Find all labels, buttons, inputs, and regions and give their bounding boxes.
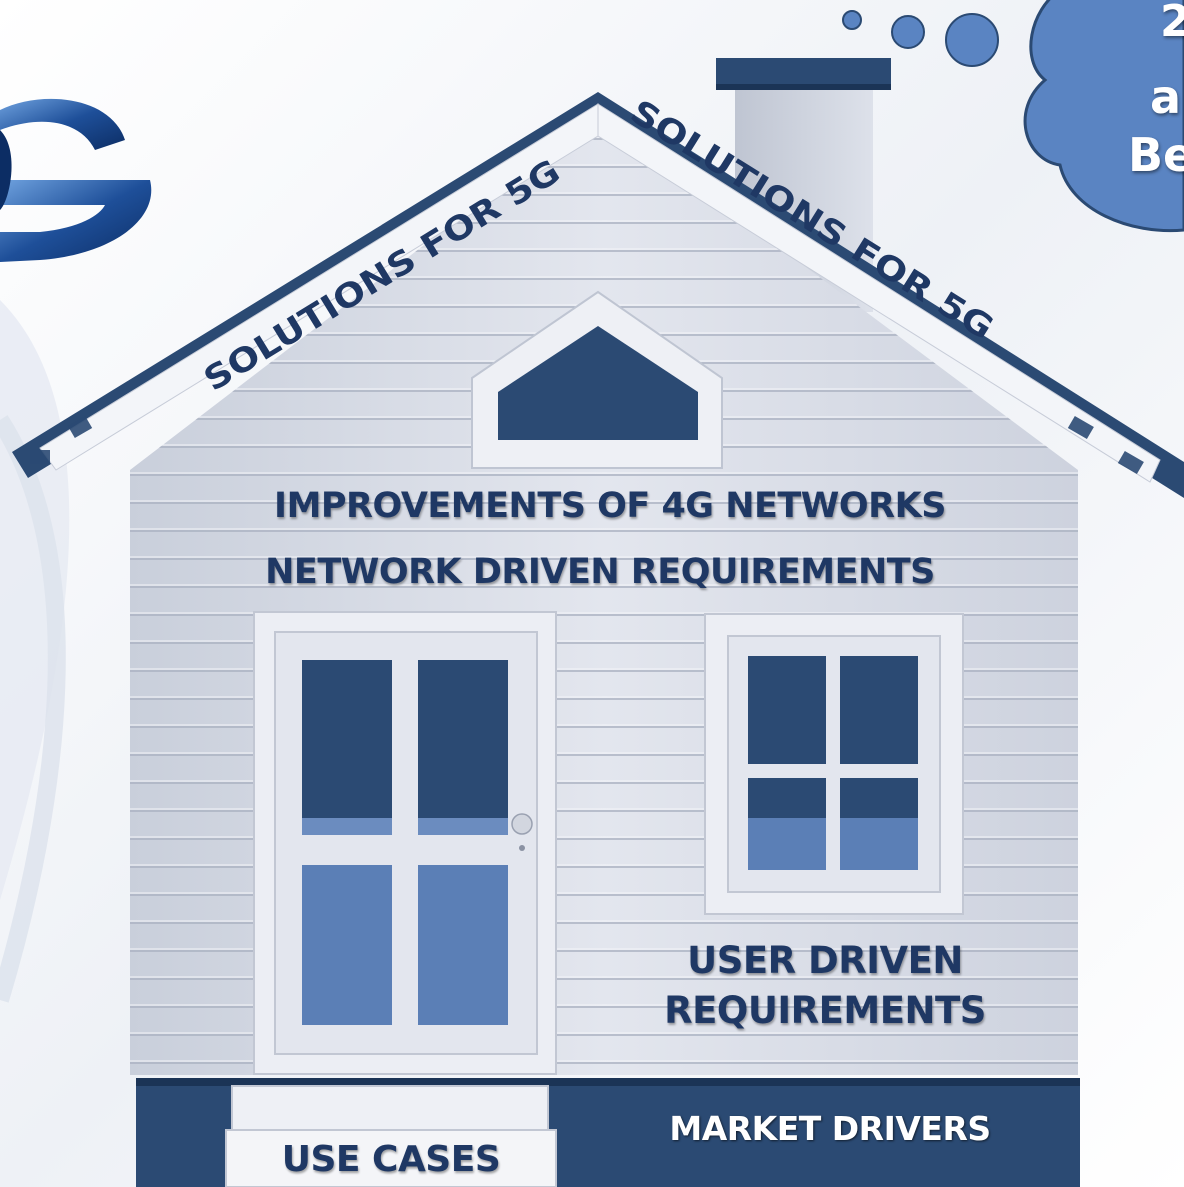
cloud-text-line1: 2 <box>1160 0 1184 47</box>
attic-vent <box>471 290 723 469</box>
market-drivers-label: MARKET DRIVERS <box>669 1109 991 1148</box>
network-requirements-label: NETWORK DRIVEN REQUIREMENTS <box>265 552 935 592</box>
improvements-label: IMPROVEMENTS OF 4G NETWORKS <box>274 486 946 526</box>
roof <box>12 92 1184 498</box>
cloud-text-line2: a <box>1150 70 1182 124</box>
front-steps <box>225 1085 557 1187</box>
thought-cloud <box>842 0 1184 233</box>
user-requirements-line2: REQUIREMENTS <box>664 989 986 1032</box>
window <box>704 613 964 915</box>
door-knob-icon <box>511 813 533 835</box>
user-requirements-line1: USER DRIVEN <box>687 939 963 982</box>
g-logo-icon <box>0 98 152 262</box>
front-door <box>253 611 557 1075</box>
use-cases-label: USE CASES <box>281 1139 501 1180</box>
cloud-text-line3: Be <box>1128 128 1184 182</box>
user-requirements-label: USER DRIVEN REQUIREMENTS <box>610 936 1040 1036</box>
